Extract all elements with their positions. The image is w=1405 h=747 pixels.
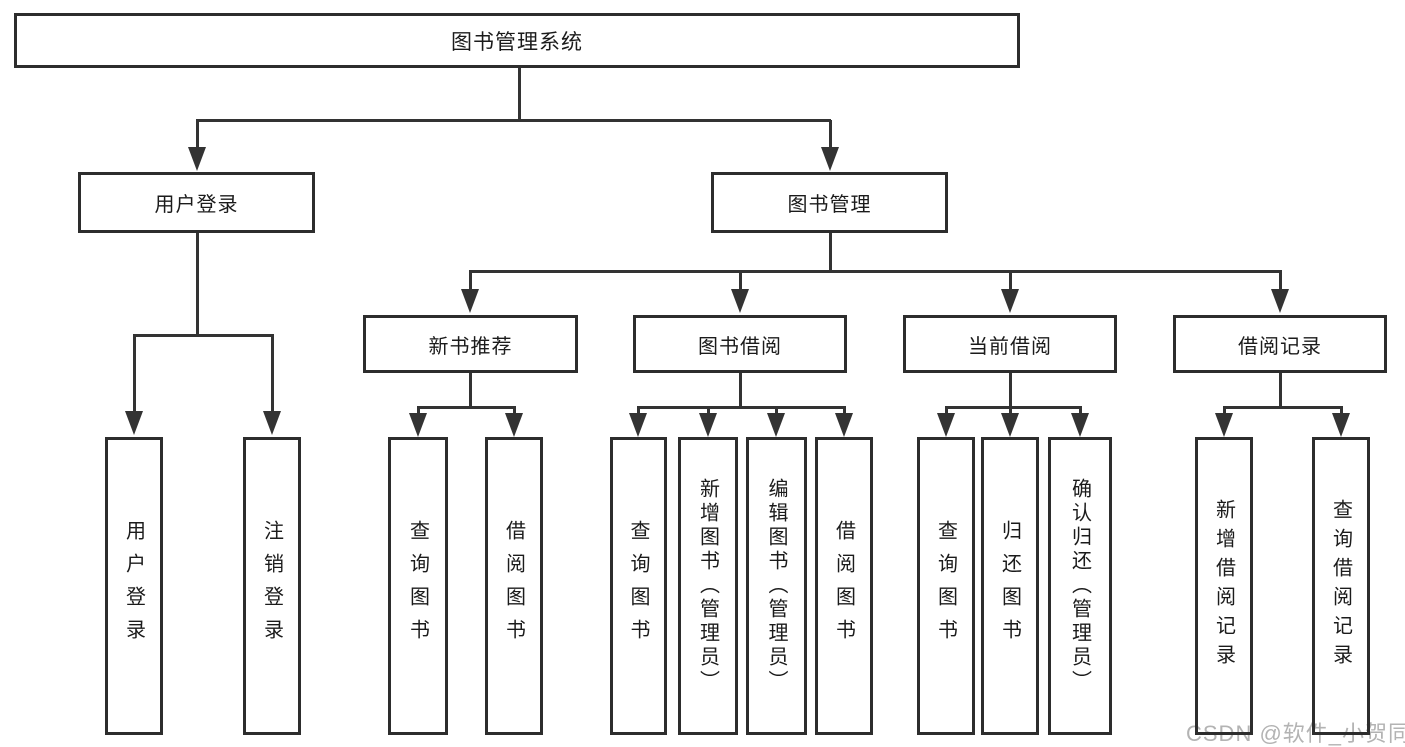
leaf-label: 用户登录 [122, 520, 145, 652]
node-book-borrow: 图书借阅 [633, 315, 847, 373]
arrow-down [767, 413, 785, 437]
watermark: CSDN @软件_小贺同学 [1186, 721, 1405, 746]
node-new-book-recommend: 新书推荐 [363, 315, 578, 373]
leaf-logout: 注销登录 [243, 437, 301, 735]
leaf-label: 编辑图书（管理员） [765, 478, 787, 694]
connector-line [1223, 407, 1226, 415]
arrow-down [1001, 413, 1019, 437]
leaf-add-borrow-record: 新增借阅记录 [1195, 437, 1253, 735]
leaf-confirm-return-admin: 确认归还（管理员） [1048, 437, 1112, 735]
leaf-query-books-borrow: 查询图书 [610, 437, 667, 735]
node-label: 用户登录 [154, 194, 239, 216]
leaf-label: 新增借阅记录 [1212, 499, 1235, 673]
leaf-add-books-admin: 新增图书（管理员） [678, 437, 738, 735]
connector-line [945, 406, 1082, 409]
arrow-down [1332, 413, 1350, 437]
arrow-down [1215, 413, 1233, 437]
connector-line [829, 233, 832, 272]
arrow-down [188, 147, 206, 171]
leaf-borrow-books-recommend: 借阅图书 [485, 437, 543, 735]
leaf-borrow-books: 借阅图书 [815, 437, 873, 735]
connector-line [417, 407, 420, 415]
arrow-down [409, 413, 427, 437]
leaf-label: 查询借阅记录 [1329, 499, 1352, 673]
connector-line [707, 407, 710, 415]
connector-line [469, 373, 472, 408]
arrow-down [461, 289, 479, 313]
arrow-down [263, 411, 281, 435]
arrow-down [125, 411, 143, 435]
connector-line [1009, 407, 1012, 415]
node-user-login: 用户登录 [78, 172, 315, 233]
connector-line [1340, 407, 1343, 415]
arrow-down [1271, 289, 1289, 313]
leaf-label: 借阅图书 [502, 520, 525, 652]
arrow-down [937, 413, 955, 437]
connector-line [271, 335, 274, 413]
connector-line [637, 407, 640, 415]
connector-line [133, 335, 136, 413]
arrow-down [505, 413, 523, 437]
node-label: 借阅记录 [1238, 335, 1322, 358]
connector-line [1223, 406, 1343, 409]
connector-line [739, 271, 742, 291]
leaf-label: 查询图书 [934, 520, 957, 652]
leaf-user-login: 用户登录 [105, 437, 163, 735]
connector-line [513, 407, 516, 415]
leaf-query-books-recommend: 查询图书 [388, 437, 448, 735]
arrow-down [699, 413, 717, 437]
leaf-edit-books-admin: 编辑图书（管理员） [746, 437, 807, 735]
node-borrow-records: 借阅记录 [1173, 315, 1387, 373]
leaf-label: 借阅图书 [832, 520, 855, 652]
connector-line [945, 407, 948, 415]
node-current-borrow: 当前借阅 [903, 315, 1117, 373]
connector-line [469, 271, 472, 291]
connector-line [417, 406, 516, 409]
leaf-label: 确认归还（管理员） [1068, 478, 1091, 694]
connector-line [1009, 271, 1012, 291]
arrow-down [1071, 413, 1089, 437]
node-label: 当前借阅 [968, 335, 1052, 358]
leaf-label: 注销登录 [260, 520, 283, 652]
connector-line [133, 334, 274, 337]
connector-line [1279, 373, 1282, 408]
connector-line [829, 120, 832, 150]
leaf-return-books: 归还图书 [981, 437, 1039, 735]
leaf-label: 归还图书 [998, 520, 1021, 652]
arrow-down [821, 147, 839, 171]
connector-line [637, 406, 846, 409]
connector-line [739, 373, 742, 408]
connector-line [1279, 271, 1282, 291]
node-label: 图书管理系统 [451, 30, 583, 54]
connector-line [843, 407, 846, 415]
node-root-library-system: 图书管理系统 [14, 13, 1020, 68]
leaf-label: 查询图书 [406, 520, 429, 652]
connector-line [196, 233, 199, 337]
arrow-down [1001, 289, 1019, 313]
connector-line [196, 120, 199, 150]
connector-line [775, 407, 778, 415]
connector-line [1079, 407, 1082, 415]
connector-line [1009, 373, 1012, 408]
arrow-down [731, 289, 749, 313]
node-book-management: 图书管理 [711, 172, 948, 233]
leaf-query-books-current: 查询图书 [917, 437, 975, 735]
leaf-query-borrow-record: 查询借阅记录 [1312, 437, 1370, 735]
node-label: 图书借阅 [698, 335, 782, 358]
arrow-down [835, 413, 853, 437]
leaf-label: 查询图书 [627, 520, 649, 652]
connector-line [518, 68, 521, 120]
leaf-label: 新增图书（管理员） [696, 478, 719, 694]
connector-line [196, 119, 831, 122]
connector-line [469, 270, 1282, 273]
arrow-down [629, 413, 647, 437]
node-label: 图书管理 [787, 194, 872, 216]
node-label: 新书推荐 [428, 335, 513, 358]
